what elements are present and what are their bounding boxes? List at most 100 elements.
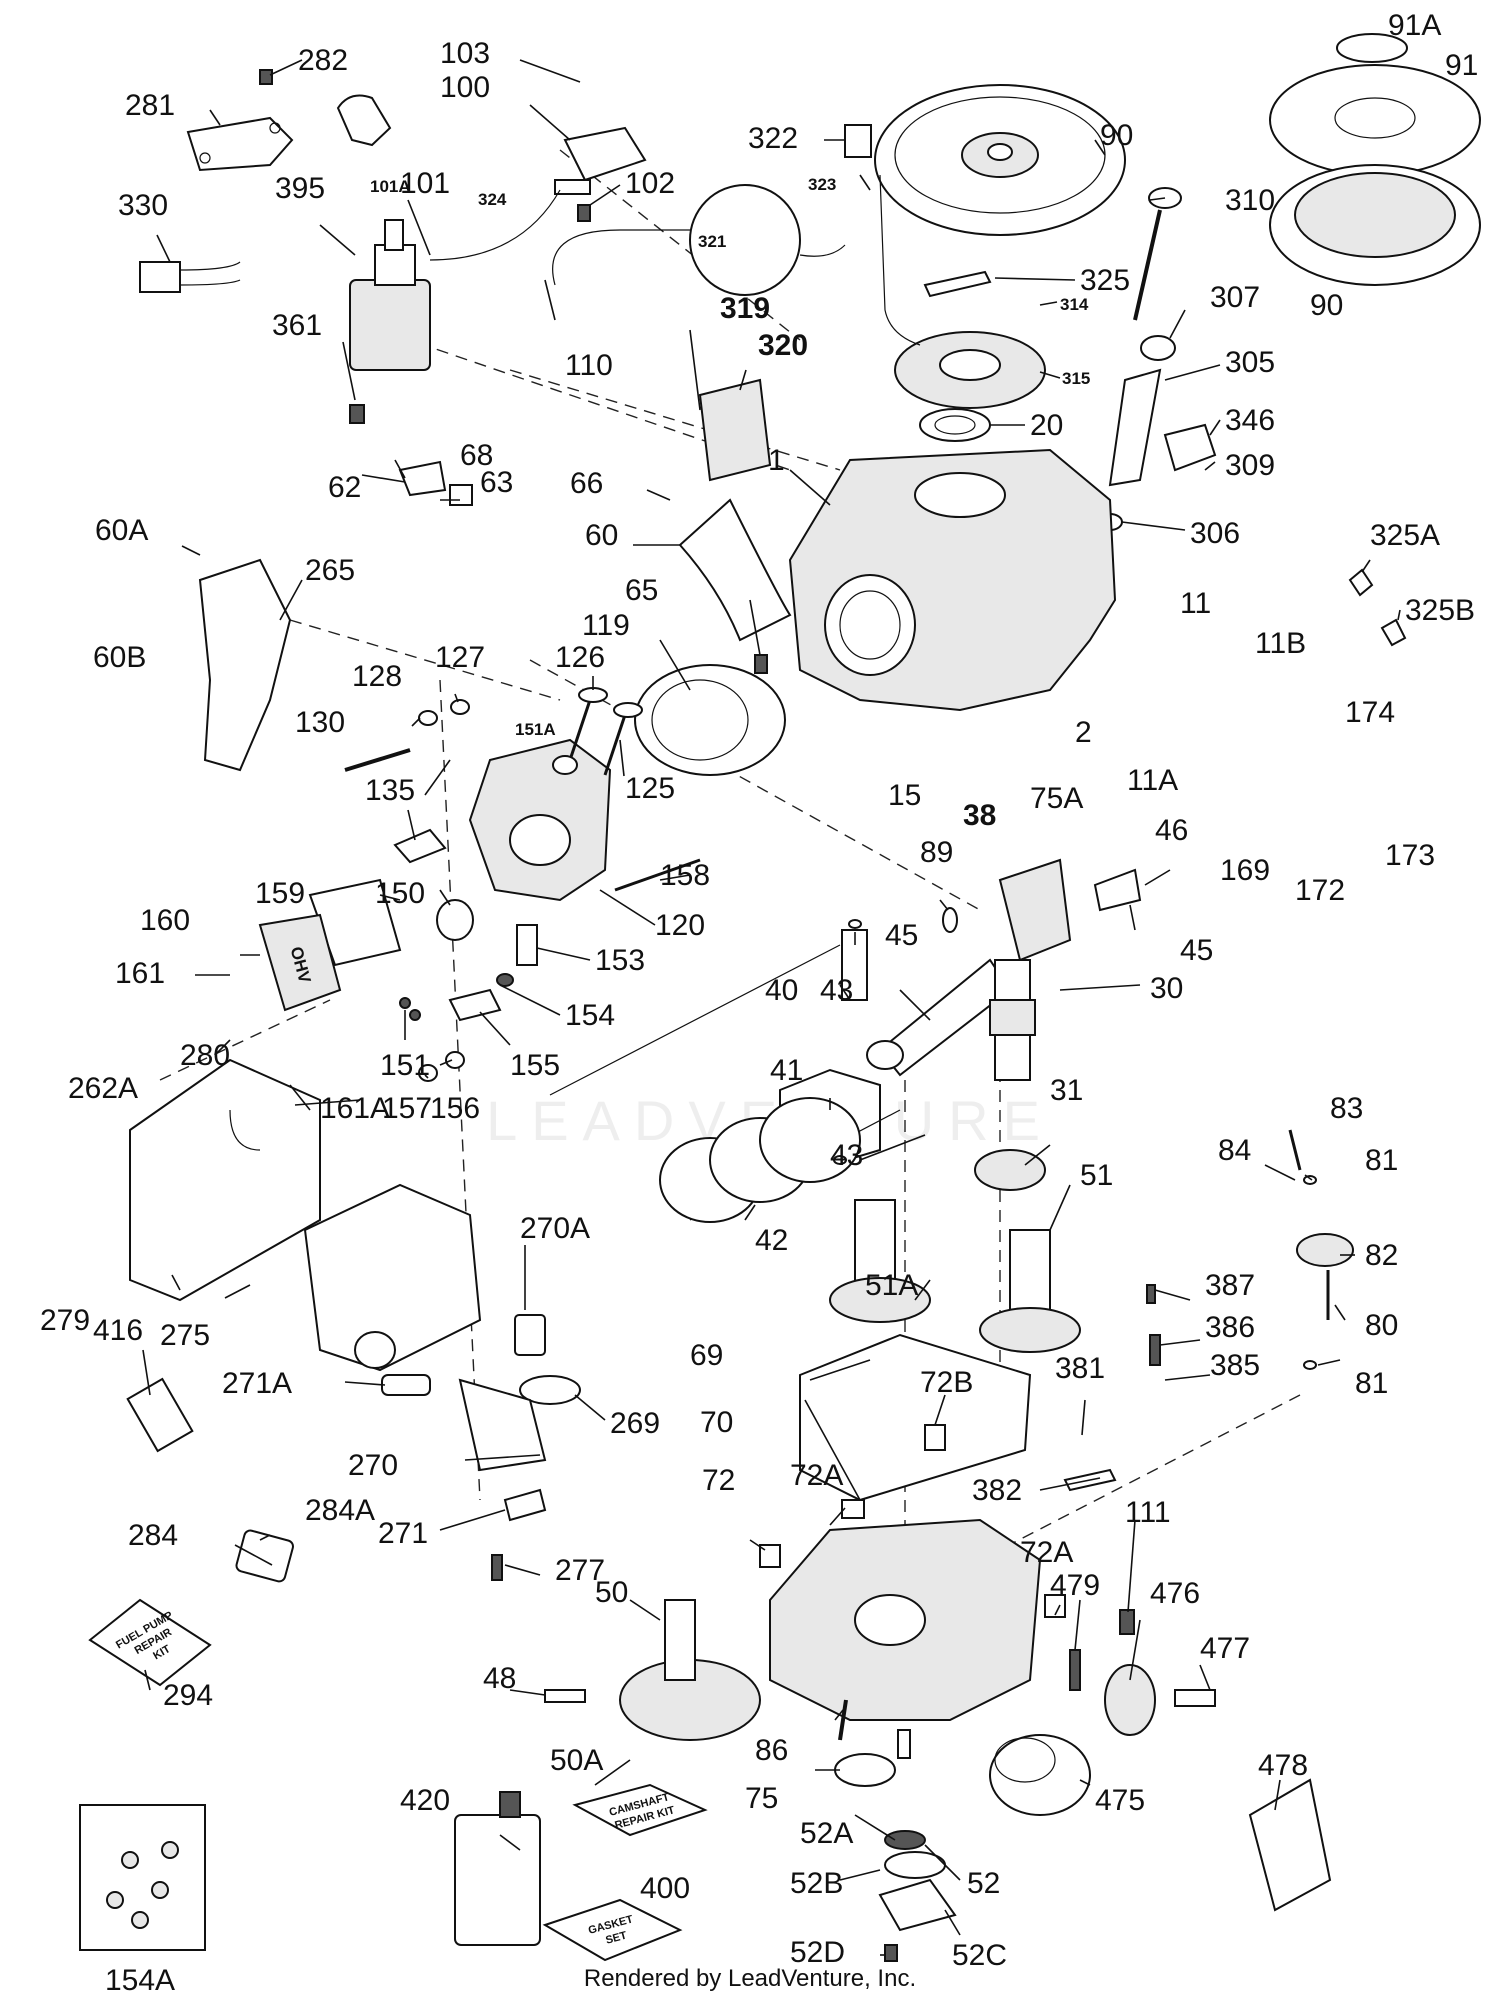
label-2: 2 (1075, 716, 1092, 749)
label-325A: 325A (1370, 519, 1440, 552)
part-shapes: OHV FUEL PUMP REPAIR KIT (79, 33, 1481, 1962)
label-45-rod: 45 (885, 919, 918, 952)
label-306: 306 (1190, 517, 1240, 550)
label-11B: 11B (1255, 627, 1306, 660)
label-387: 387 (1205, 1269, 1255, 1302)
label-262A: 262A (68, 1072, 138, 1105)
baffle-265 (198, 558, 292, 772)
label-156: 156 (430, 1092, 480, 1125)
label-279: 279 (40, 1304, 90, 1337)
gasket-set-400 (542, 1898, 683, 1962)
label-382: 382 (972, 1474, 1022, 1507)
label-270: 270 (348, 1449, 398, 1482)
label-275: 275 (160, 1319, 210, 1352)
label-476: 476 (1150, 1577, 1200, 1610)
label-320: 320 (758, 329, 808, 362)
part-labels: 282 281 101A 330 103 100 101 324 102 395… (40, 9, 1478, 1997)
label-305: 305 (1225, 346, 1275, 379)
crankshaft-30 (998, 858, 1072, 962)
label-307: 307 (1210, 281, 1260, 314)
label-271A: 271A (222, 1367, 292, 1400)
label-1: 1 (768, 444, 785, 477)
label-155: 155 (510, 1049, 560, 1082)
label-90-right: 90 (1310, 289, 1343, 322)
label-154A: 154A (105, 1964, 175, 1997)
label-310: 310 (1225, 184, 1275, 217)
cam-gear-51A (829, 1277, 931, 1323)
label-68: 68 (460, 439, 493, 472)
label-83: 83 (1330, 1092, 1363, 1125)
label-284: 284 (128, 1519, 178, 1552)
label-282: 282 (298, 44, 348, 77)
label-20: 20 (1030, 409, 1063, 442)
label-400: 400 (640, 1872, 690, 1905)
label-60A: 60A (95, 514, 148, 547)
label-52: 52 (967, 1867, 1000, 1900)
label-72A-left: 72A (790, 1459, 843, 1492)
label-151A: 151A (515, 720, 556, 739)
label-51A: 51A (865, 1269, 918, 1302)
label-323: 323 (808, 175, 836, 194)
label-322: 322 (748, 122, 798, 155)
cam-gear-51 (979, 1307, 1081, 1353)
label-265: 265 (305, 554, 355, 587)
head-gasket-119 (634, 664, 786, 776)
label-91A: 91A (1388, 9, 1441, 42)
label-174: 174 (1345, 696, 1395, 729)
label-161: 161 (115, 957, 165, 990)
label-330: 330 (118, 189, 168, 222)
label-51: 51 (1080, 1159, 1113, 1192)
label-101: 101 (400, 167, 450, 200)
label-135: 135 (365, 774, 415, 807)
label-90-top: 90 (1100, 119, 1133, 152)
label-45-cap: 45 (1180, 934, 1213, 967)
label-43-top: 43 (820, 974, 853, 1007)
label-86: 86 (755, 1734, 788, 1767)
label-52B: 52B (790, 1867, 843, 1900)
label-386: 386 (1205, 1311, 1255, 1344)
label-361: 361 (272, 309, 322, 342)
label-309: 309 (1225, 449, 1275, 482)
label-161A: 161A (320, 1092, 390, 1125)
label-157: 157 (382, 1092, 432, 1125)
label-38: 38 (963, 799, 996, 832)
label-72B: 72B (920, 1366, 973, 1399)
label-395: 395 (275, 172, 325, 205)
label-60: 60 (585, 519, 618, 552)
label-52A: 52A (800, 1817, 853, 1850)
label-381: 381 (1055, 1352, 1105, 1385)
label-52D: 52D (790, 1936, 845, 1969)
label-324: 324 (478, 190, 507, 209)
footer-credit: Rendered by LeadVenture, Inc. (583, 1965, 917, 1992)
assembly-dashed-lines (159, 149, 1301, 1580)
label-125: 125 (625, 772, 675, 805)
label-102: 102 (625, 167, 675, 200)
label-325B: 325B (1405, 594, 1475, 627)
label-81-bottom: 81 (1355, 1367, 1388, 1400)
label-82: 82 (1365, 1239, 1398, 1272)
starter-motor-395 (349, 279, 431, 371)
label-81-top: 81 (1365, 1144, 1398, 1177)
label-284A: 284A (305, 1494, 375, 1527)
muffler-275 (303, 1183, 482, 1372)
label-126: 126 (555, 641, 605, 674)
label-63: 63 (480, 466, 513, 499)
label-70: 70 (700, 1406, 733, 1439)
label-120: 120 (655, 909, 705, 942)
label-31: 31 (1050, 1074, 1083, 1107)
label-151: 151 (380, 1049, 430, 1082)
label-65: 65 (625, 574, 658, 607)
label-478: 478 (1258, 1749, 1308, 1782)
label-75: 75 (745, 1782, 778, 1815)
label-111: 111 (1125, 1496, 1171, 1529)
label-280: 280 (180, 1039, 230, 1072)
label-48: 48 (483, 1662, 516, 1695)
label-128: 128 (352, 660, 402, 693)
label-15: 15 (888, 779, 921, 812)
label-271: 271 (378, 1517, 428, 1550)
label-50A: 50A (550, 1744, 603, 1777)
label-46: 46 (1155, 814, 1188, 847)
label-62: 62 (328, 471, 361, 504)
air-guide-60 (678, 498, 792, 642)
oil-filter-element-478 (1248, 1778, 1332, 1912)
